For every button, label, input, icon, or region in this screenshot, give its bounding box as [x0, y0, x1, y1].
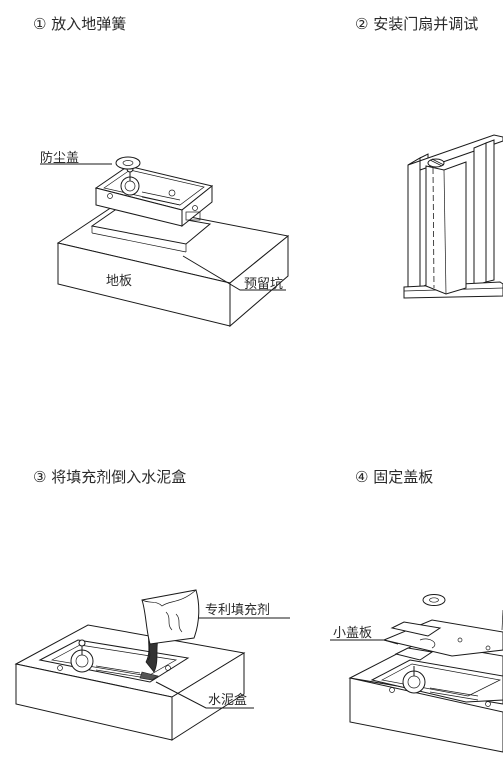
filler-bag	[141, 589, 200, 661]
step-1-callout-lines	[40, 163, 286, 291]
reserved-pit-label: 预留坑	[244, 277, 284, 292]
dust-cover-label: 防尘盖	[40, 151, 80, 166]
floor-label: 地板	[106, 274, 133, 289]
door-leaf	[425, 161, 467, 295]
step-1-title: ① 放入地弹簧	[33, 13, 126, 34]
floor-spring-4	[370, 659, 503, 707]
step-4-text: 固定盖板	[373, 468, 434, 486]
step-2-text: 安装门扇并调试	[373, 15, 479, 33]
step-3-number: ③	[33, 468, 47, 486]
step-2-title: ② 安装门扇并调试	[355, 13, 478, 34]
step-3-text: 将填充剂倒入水泥盒	[51, 468, 187, 486]
step-4-number: ④	[355, 468, 369, 486]
small-cover-label: 小盖板	[333, 626, 373, 641]
dust-cover-4	[422, 594, 446, 606]
cover-plate	[382, 609, 503, 657]
dust-cover	[115, 156, 141, 170]
step-4-callout-line	[330, 639, 399, 645]
step-1-text: 放入地弹簧	[51, 15, 127, 33]
small-cover-plate	[390, 621, 442, 661]
step-4-title: ④ 固定盖板	[355, 466, 433, 487]
pivot-top	[427, 158, 445, 168]
step-3-title: ③ 将填充剂倒入水泥盒	[33, 466, 186, 487]
cement-box-label: 水泥盒	[208, 693, 248, 708]
cement-box	[38, 639, 190, 683]
step-1-number: ①	[33, 15, 47, 33]
step-2-number: ②	[355, 15, 369, 33]
step-3-callout-lines	[155, 617, 290, 709]
reserved-pit	[90, 207, 212, 253]
floor-spring	[94, 165, 214, 228]
filler-label: 专利填充剂	[205, 603, 271, 618]
